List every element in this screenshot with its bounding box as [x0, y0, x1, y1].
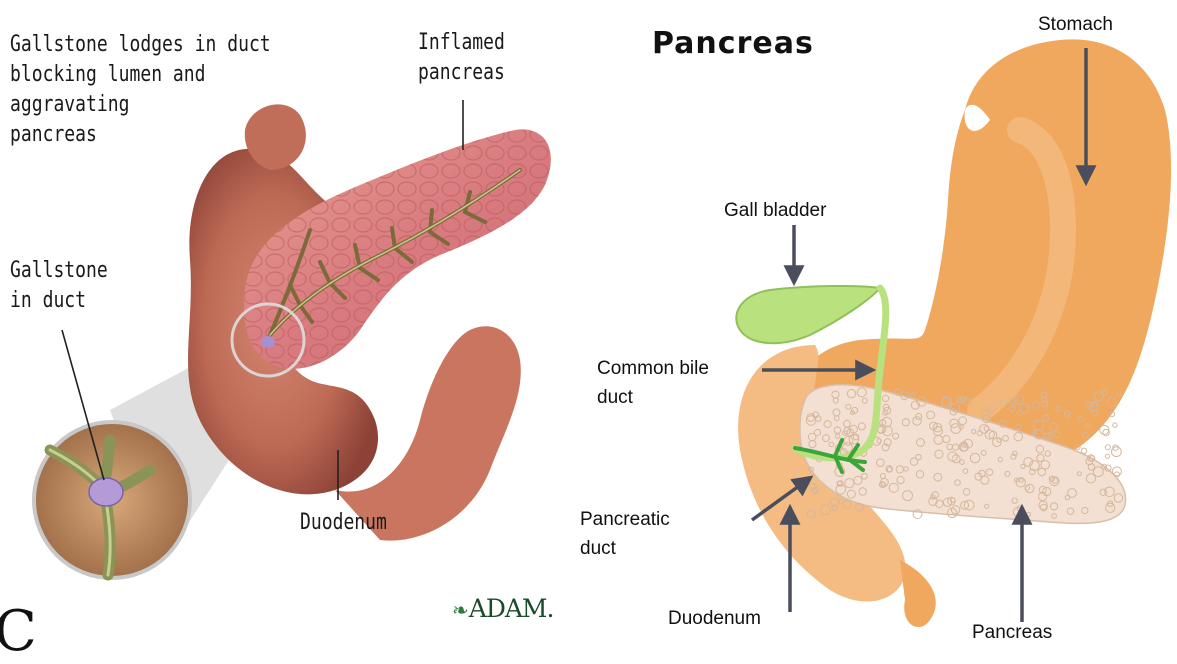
cropped-letter-fragment: C: [0, 604, 37, 660]
label-gallstone-lodges: Gallstone lodges in duct blocking lumen …: [10, 30, 271, 150]
label-pancreas: Pancreas: [972, 618, 1052, 642]
label-gall-bladder: Gall bladder: [724, 196, 826, 225]
label-duodenum-left: Duodenum: [300, 508, 387, 538]
pancreas-schematic: Pancreas Stomach Gall bladder Common bil…: [580, 0, 1177, 642]
inflamed-pancreas-illustration: Gallstone lodges in duct blocking lumen …: [0, 0, 580, 642]
label-duodenum-right: Duodenum: [668, 604, 761, 633]
gallstone: [89, 478, 123, 506]
label-pancreatic-duct: Pancreatic duct: [580, 505, 670, 563]
adam-logo: ❧ADAM.: [452, 594, 553, 623]
diagram-title: Pancreas: [652, 26, 814, 61]
logo-text: ADAM.: [469, 594, 554, 623]
label-common-bile-duct: Common bile duct: [597, 354, 709, 412]
label-inflamed-pancreas: Inflamed pancreas: [418, 28, 505, 88]
gall-bladder-shape: [736, 286, 880, 343]
label-gallstone-in-duct: Gallstone in duct: [10, 256, 108, 316]
leaf-icon: ❧: [452, 598, 468, 622]
label-stomach: Stomach: [1038, 10, 1113, 39]
